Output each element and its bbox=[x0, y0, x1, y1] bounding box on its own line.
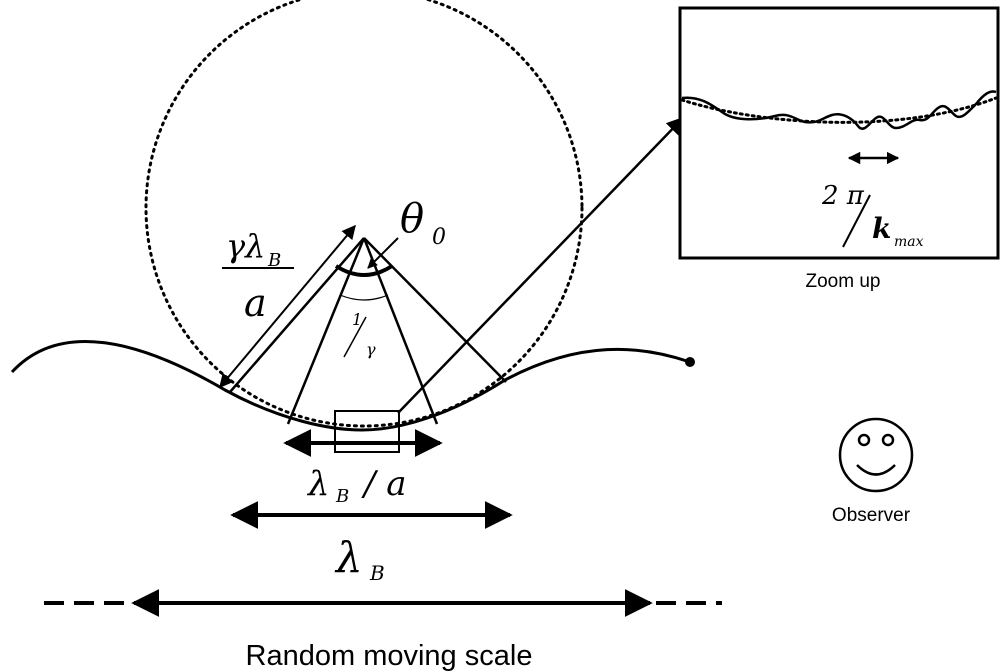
theta-pointer-arrow bbox=[367, 237, 399, 269]
one-over-gamma-slash bbox=[343, 316, 367, 358]
lambda-over-a-subscript: B bbox=[335, 486, 349, 507]
k-subscript: max bbox=[894, 234, 924, 250]
zoom-up-label: Zoom up bbox=[806, 271, 881, 292]
radius-line-outer-right bbox=[363, 237, 507, 383]
gamma-lambda-subscript: B bbox=[267, 250, 281, 271]
zoom-panel bbox=[678, 6, 1000, 260]
k-label: k bbox=[872, 212, 891, 245]
dotted-circle bbox=[144, 0, 584, 428]
zoom-fraction-slash bbox=[842, 194, 871, 248]
radius-length-arrow bbox=[219, 224, 356, 389]
radius-line-inner-left bbox=[286, 237, 366, 425]
observer-label: Observer bbox=[832, 505, 911, 526]
radius-line-inner-right bbox=[362, 237, 439, 425]
gamma-angle-arc bbox=[339, 294, 389, 301]
a-label: a bbox=[244, 281, 267, 325]
random-moving-scale-label: Random moving scale bbox=[246, 640, 533, 672]
lambda-over-a-rest: / a bbox=[361, 464, 407, 504]
theta-symbol: θ bbox=[400, 196, 424, 242]
gamma-lambda-label: γλ bbox=[226, 227, 265, 265]
zoom-connector-arrow bbox=[397, 116, 685, 414]
gamma-label: γ bbox=[366, 340, 376, 359]
smiley-face-icon bbox=[838, 417, 914, 493]
theta-subscript: 0 bbox=[432, 225, 446, 250]
two-pi-label: 2 π bbox=[821, 181, 865, 211]
lambda-b-subscript: B bbox=[369, 561, 385, 585]
lambda-b-symbol: λ bbox=[334, 533, 363, 582]
wave-end-dot bbox=[685, 357, 695, 367]
zoom-rough-curve bbox=[681, 90, 997, 130]
lambda-over-a-symbol: λ bbox=[306, 464, 330, 504]
theta-angle-arc bbox=[334, 264, 394, 277]
zoom-source-box bbox=[334, 410, 400, 453]
one-label: 1 bbox=[352, 310, 362, 329]
wave-curve bbox=[10, 340, 691, 432]
